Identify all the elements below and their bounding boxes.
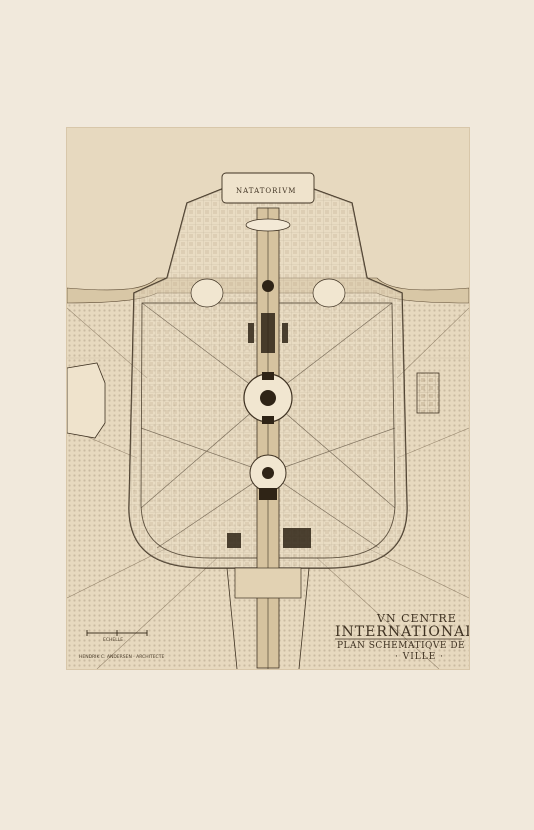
- axis-monument-upper: [262, 280, 274, 292]
- natatorium-building: [221, 172, 315, 204]
- title-line-1: VN CENTRE: [377, 612, 457, 625]
- left-inset: [67, 362, 106, 439]
- city-plan-plate: NATATORIVM VN CENTRE INTERNATIONAL PLAN …: [67, 128, 469, 669]
- title-line-3: PLAN SCHEMATIQVE DE LA: [337, 641, 469, 651]
- title-line-4: · VILLE ·: [395, 652, 445, 662]
- city-plan-drawing: [67, 128, 469, 669]
- title-line-2: INTERNATIONAL: [335, 624, 469, 640]
- author-label: HENDRIK C. ANDERSEN · ARCHITECTE: [79, 655, 165, 660]
- scale-label: ECHELLE: [103, 638, 124, 643]
- right-inset: [416, 372, 440, 414]
- natatorium-label: NATATORIVM: [236, 187, 297, 195]
